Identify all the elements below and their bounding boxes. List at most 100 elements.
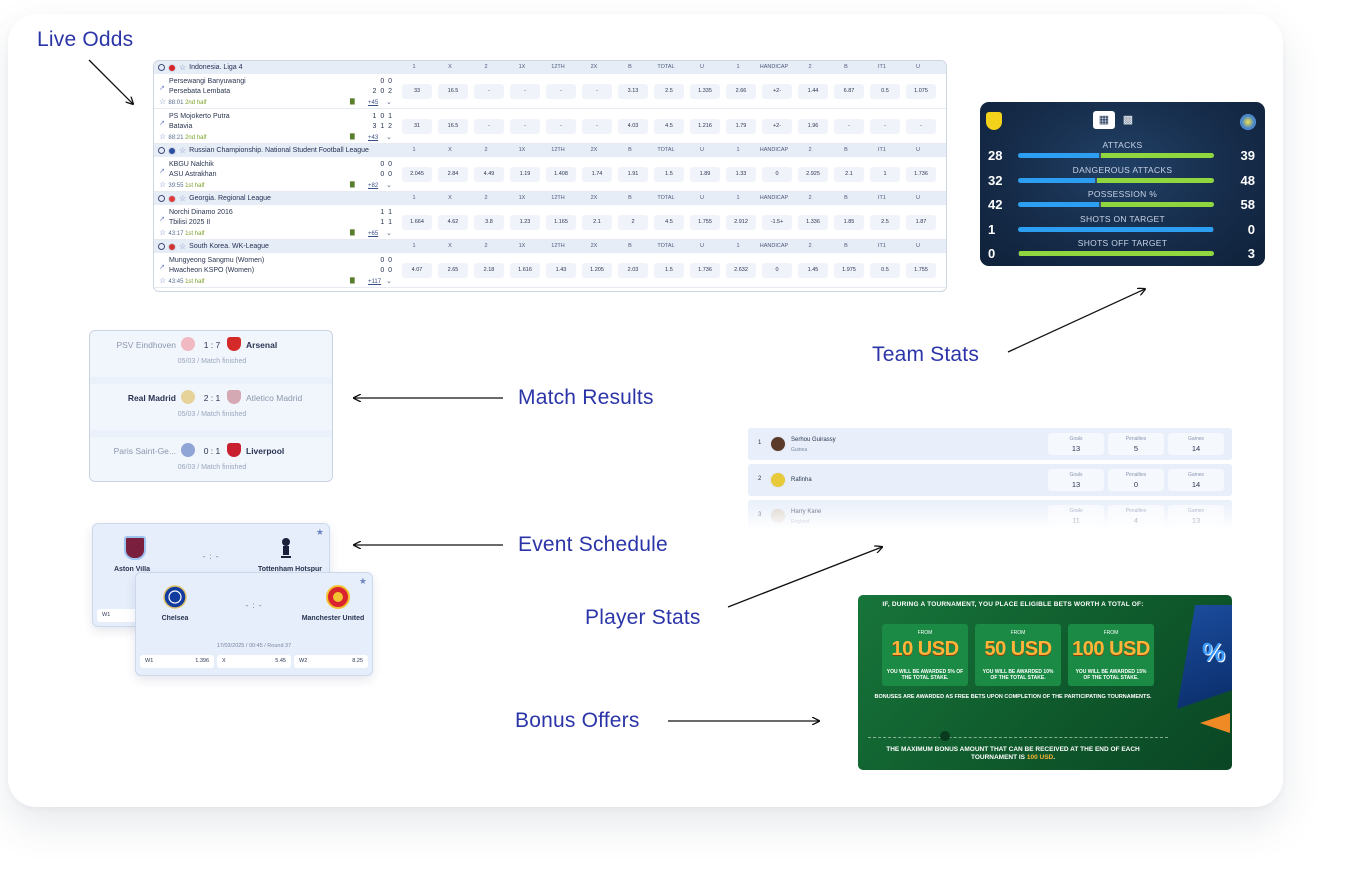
odds-cell[interactable]: -	[906, 119, 936, 134]
odds-cell[interactable]: 2.1	[582, 215, 612, 230]
odds-cell[interactable]: -	[834, 119, 864, 134]
odds-cell[interactable]: -	[870, 119, 900, 134]
odds-cell[interactable]: 1.664	[402, 215, 432, 230]
pin-icon[interactable]: ↗	[159, 120, 165, 127]
odds-cell[interactable]: 2.03	[618, 263, 648, 278]
odds-cell[interactable]: -	[582, 119, 612, 134]
favorite-star-icon[interactable]: ☆	[179, 146, 187, 155]
odds-cell[interactable]: 1.336	[798, 215, 828, 230]
pin-icon[interactable]: ↗	[159, 85, 165, 92]
odds-cell[interactable]: -	[582, 84, 612, 99]
odds-cell[interactable]: -	[474, 84, 504, 99]
odds-cell[interactable]: 1.43	[546, 263, 576, 278]
odds-cell[interactable]: 1.5	[654, 167, 684, 182]
odds-cell[interactable]: 1.33	[726, 167, 756, 182]
odds-cell[interactable]: 1.79	[726, 119, 756, 134]
odds-cell[interactable]: 1.87	[906, 215, 936, 230]
odds-cell[interactable]: 1.736	[906, 167, 936, 182]
odds-cell[interactable]: 4.07	[402, 263, 432, 278]
favorite-star-icon[interactable]: ☆	[159, 228, 169, 237]
odds-cell[interactable]: 2.925	[798, 167, 828, 182]
odds-cell[interactable]: -	[546, 119, 576, 134]
odds-cell[interactable]: 2	[618, 215, 648, 230]
favorite-star-icon[interactable]: ☆	[179, 242, 187, 251]
odds-cell[interactable]: 0	[762, 167, 792, 182]
odds-cell[interactable]: 1	[870, 167, 900, 182]
odds-cell[interactable]: 4.03	[618, 119, 648, 134]
odds-cell[interactable]: 1.975	[834, 263, 864, 278]
chevron-down-icon[interactable]: ⌄	[386, 278, 392, 285]
odds-cell[interactable]: 1.91	[618, 167, 648, 182]
odds-cell[interactable]: 1.19	[510, 167, 540, 182]
favorite-star-icon[interactable]: ★	[315, 527, 324, 537]
odds-cell[interactable]: 1.616	[510, 263, 540, 278]
odds-cell[interactable]: 0.5	[870, 263, 900, 278]
more-markets-link[interactable]: +45	[368, 100, 379, 106]
odds-cell[interactable]: 33	[402, 84, 432, 99]
odds-cell[interactable]: 2.1	[834, 167, 864, 182]
favorite-star-icon[interactable]: ☆	[179, 194, 187, 203]
more-markets-link[interactable]: +43	[368, 135, 379, 141]
odds-cell[interactable]: 1.216	[690, 119, 720, 134]
match-row[interactable]: ↗Mungyeong Sangmu (Women)Hwacheon KSPO (…	[154, 253, 946, 288]
chevron-down-icon[interactable]: ⌄	[386, 230, 392, 237]
odds-cell[interactable]: +2-	[762, 119, 792, 134]
odds-cell[interactable]: 2.18	[474, 263, 504, 278]
odds-cell[interactable]: 1.205	[582, 263, 612, 278]
odds-cell[interactable]: 1.23	[510, 215, 540, 230]
odds-cell[interactable]: 0.5	[870, 84, 900, 99]
odds-cell[interactable]: 1.165	[546, 215, 576, 230]
favorite-star-icon[interactable]: ☆	[159, 97, 169, 106]
odds-cell[interactable]: 1.5	[654, 263, 684, 278]
odds-cell[interactable]: 2.5	[870, 215, 900, 230]
favorite-star-icon[interactable]: ☆	[159, 276, 169, 285]
event-card-front[interactable]: ★ - : - Chelsea Manchester United 17/03/…	[135, 572, 373, 676]
odds-cell[interactable]: 3.13	[618, 84, 648, 99]
odds-cell[interactable]: 4.5	[654, 215, 684, 230]
odds-cell[interactable]: 2.66	[726, 84, 756, 99]
odds-cell[interactable]: 1.96	[798, 119, 828, 134]
more-markets-link[interactable]: +117	[368, 279, 382, 285]
odds-cell[interactable]: 31	[402, 119, 432, 134]
odds-cell[interactable]: 0	[762, 263, 792, 278]
odds-cell[interactable]: -	[474, 119, 504, 134]
odds-cell[interactable]: 2.912	[726, 215, 756, 230]
odds-cell[interactable]: -1.5+	[762, 215, 792, 230]
chevron-down-icon[interactable]: ⌄	[386, 134, 392, 141]
odds-cell[interactable]: 4.5	[654, 119, 684, 134]
odds-cell[interactable]: -	[510, 84, 540, 99]
odds-cell[interactable]: 2.65	[438, 263, 468, 278]
odds-cell[interactable]: 1.335	[690, 84, 720, 99]
odds-cell[interactable]: 1.89	[690, 167, 720, 182]
odds-cell[interactable]: 6.87	[834, 84, 864, 99]
odds-cell[interactable]: 1.408	[546, 167, 576, 182]
favorite-star-icon[interactable]: ★	[358, 576, 367, 586]
more-markets-link[interactable]: +82	[368, 183, 379, 189]
odds-cell[interactable]: 1.44	[798, 84, 828, 99]
pin-icon[interactable]: ↗	[159, 264, 165, 271]
chevron-down-icon[interactable]: ⌄	[386, 99, 392, 106]
odd-button-w1[interactable]: W1	[97, 609, 137, 622]
odds-cell[interactable]: 1.45	[798, 263, 828, 278]
league-header[interactable]: ☆Russian Championship. National Student …	[154, 144, 946, 157]
favorite-star-icon[interactable]: ☆	[159, 180, 169, 189]
odds-cell[interactable]: 3.8	[474, 215, 504, 230]
odds-cell[interactable]: 16.5	[438, 84, 468, 99]
stats-chart-icon[interactable]: ▇	[350, 230, 355, 236]
more-markets-link[interactable]: +65	[368, 231, 379, 237]
odds-cell[interactable]: 1.075	[906, 84, 936, 99]
stats-chart-icon[interactable]: ▇	[350, 99, 355, 105]
stats-chart-icon[interactable]: ▇	[350, 134, 355, 140]
